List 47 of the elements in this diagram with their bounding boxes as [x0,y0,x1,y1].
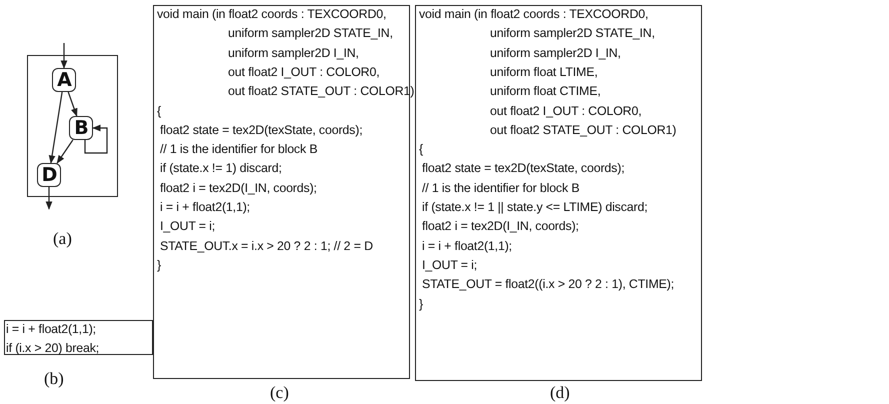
code-line: uniform float CTIME, [490,83,601,100]
code-line: uniform float LTIME, [490,64,598,81]
panel-label: (b) [44,369,64,389]
code-line: // 1 is the identifier for block B [422,180,580,197]
code-line: { [157,102,161,120]
code-line: void main (in float2 coords : TEXCOORD0, [157,6,386,23]
code-line: out float2 I_OUT : COLOR0, [490,102,642,120]
code-line: out float2 I_OUT : COLOR0, [228,64,380,81]
code-line: i = i + float2(1,1); [160,199,250,216]
state-box: A [52,68,76,92]
code-line: i = i + float2(1,1); [422,238,512,255]
panel-label: (d) [550,383,570,403]
code-line: i = i + float2(1,1); [6,321,96,338]
code-line: } [157,256,161,274]
code-line: uniform sampler2D STATE_IN, [490,25,655,42]
state-box: B [69,116,93,140]
code-line: float2 state = tex2D(texState, coords); [160,122,362,139]
code-line: uniform sampler2D STATE_IN, [228,25,393,42]
code-line: I_OUT = i; [160,218,216,236]
code-line: float2 i = tex2D(I_IN, coords); [160,180,317,197]
code-box [4,320,153,355]
code-line: if (state.x != 1) discard; [160,160,282,178]
code-line: void main (in float2 coords : TEXCOORD0, [419,6,648,23]
arrow [48,92,63,164]
code-line: if (i.x > 20) break; [6,340,100,358]
code-line: uniform sampler2D I_IN, [490,44,621,62]
code-line: uniform sampler2D I_IN, [228,44,359,62]
arrow [60,43,68,69]
state-box: D [37,163,61,187]
code-line: I_OUT = i; [422,256,478,274]
code-line: } [419,296,423,313]
code-line: // 1 is the identifier for block B [160,141,318,158]
panel-label: (a) [53,229,72,249]
arrow [68,92,78,117]
arrow [56,140,74,164]
panel-label: (c) [270,383,289,403]
code-line: STATE_OUT = float2((i.x > 20 ? 2 : 1), CTIME); [422,276,674,294]
arrow [46,187,52,210]
code-line: { [419,141,423,158]
code-line: float2 i = tex2D(I_IN, coords); [422,218,579,236]
arrow [84,124,108,154]
block-frame [27,55,118,197]
code-line: out float2 STATE_OUT : COLOR1) [490,122,676,139]
code-line: float2 state = tex2D(texState, coords); [422,160,624,178]
code-box [415,5,702,381]
code-line: STATE_OUT.x = i.x > 20 ? 2 : 1; // 2 = D [160,238,373,255]
code-line: if (state.x != 1 || state.y <= LTIME) discard; [422,199,648,216]
